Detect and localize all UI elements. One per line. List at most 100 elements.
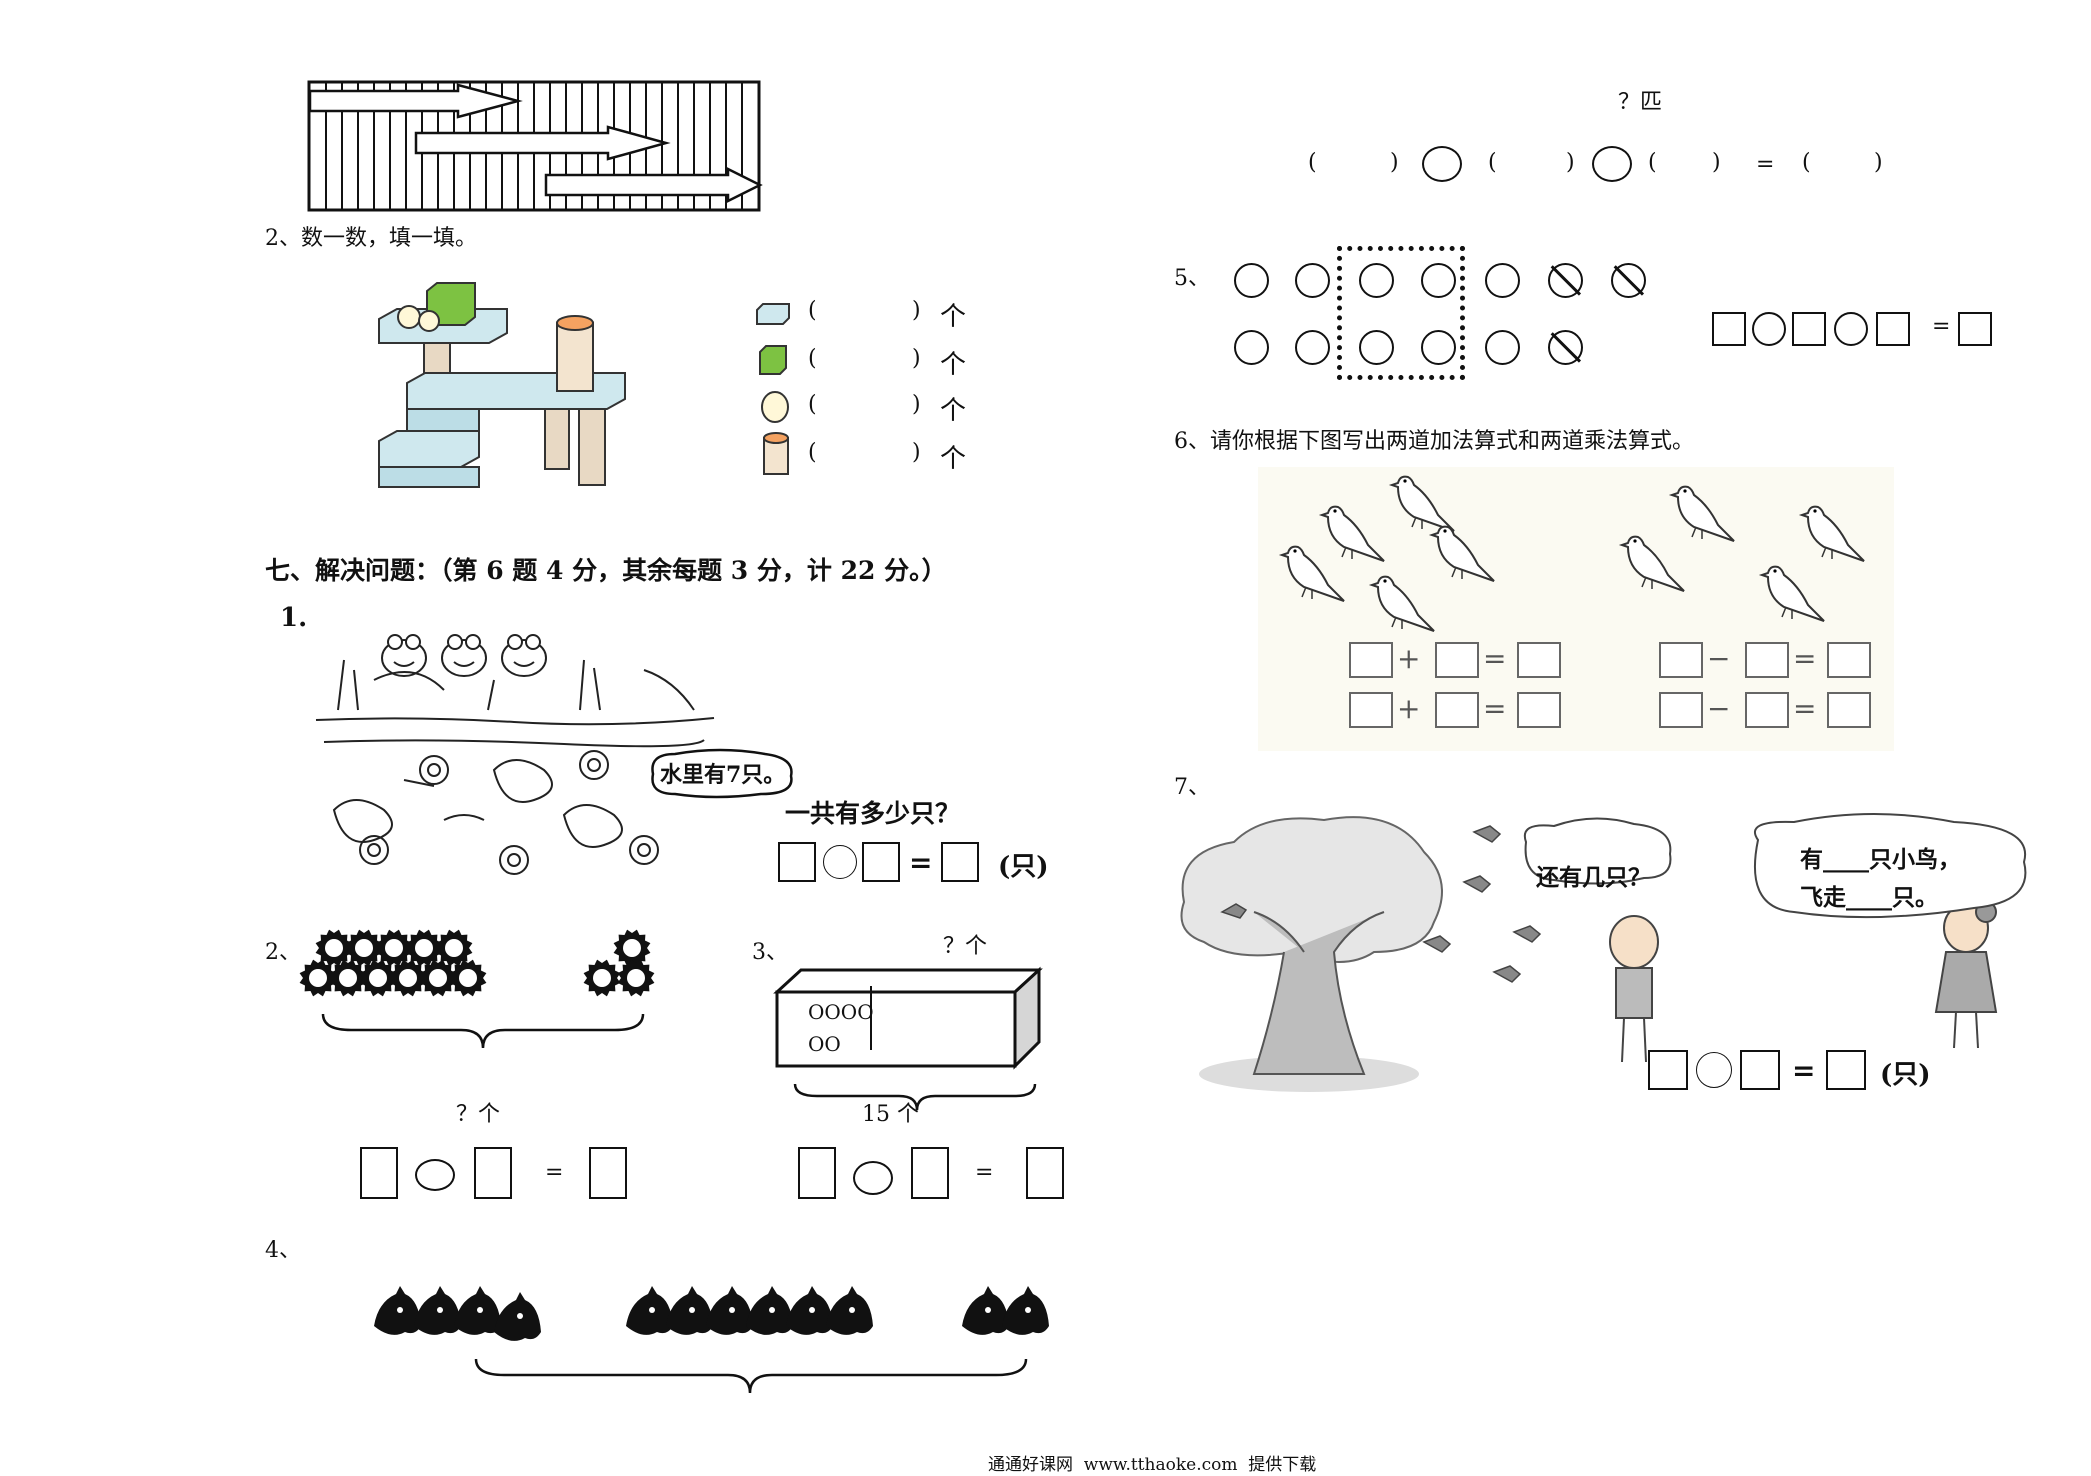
answer-box[interactable]: [1648, 1050, 1688, 1090]
bird-icon: [1388, 475, 1455, 532]
paren-open: (: [808, 298, 817, 323]
answer-box[interactable]: [1740, 1050, 1780, 1090]
gear-icon: [389, 959, 427, 997]
operator-circle[interactable]: [415, 1159, 455, 1191]
gear-icon: [375, 929, 413, 967]
answer-box[interactable]: [1659, 692, 1703, 728]
paren-close: ): [1390, 150, 1399, 175]
operator-circle[interactable]: [823, 845, 857, 879]
answer-box[interactable]: [360, 1147, 398, 1199]
equals-sign: =: [1483, 692, 1507, 725]
p3-number: 3、: [752, 940, 788, 965]
minus-sign: −: [1707, 692, 1731, 725]
equals-sign: =: [909, 846, 933, 879]
answer-box[interactable]: [1712, 312, 1746, 346]
answer-box[interactable]: [1876, 312, 1910, 346]
answer-box[interactable]: [1435, 642, 1479, 678]
paren-open: (: [1488, 150, 1497, 175]
answer-box[interactable]: [589, 1147, 627, 1199]
bubble-boy-text: 还有几只？: [1536, 864, 1651, 891]
answer-box[interactable]: [941, 842, 979, 882]
brace: [321, 1013, 645, 1049]
answer-box[interactable]: [1745, 642, 1789, 678]
gear-icon: [299, 959, 337, 997]
answer-box[interactable]: [1958, 312, 1992, 346]
answer-box[interactable]: [1517, 692, 1561, 728]
unit-label: 个: [940, 350, 967, 380]
horse-head-icon: [746, 1286, 793, 1335]
bird-icon: [1618, 535, 1685, 592]
horses-figure: [374, 1286, 1049, 1341]
crossed-circle-mark: [1548, 330, 1583, 365]
answer-box[interactable]: [1435, 692, 1479, 728]
horse-head-icon: [962, 1286, 1009, 1335]
cuboid-icon: [756, 303, 790, 325]
operator-circle[interactable]: [1696, 1052, 1732, 1088]
cube-icon: [759, 345, 787, 375]
box-row-2: OO: [808, 1032, 841, 1056]
paren-close: ): [912, 346, 921, 371]
p4-number: 4、: [265, 1238, 301, 1263]
paren-close: ): [1874, 150, 1883, 175]
p2-number: 2、: [265, 940, 301, 965]
p1-question: 一共有多少只？: [785, 799, 961, 828]
circle-mark: [1234, 330, 1269, 365]
answer-box[interactable]: [1659, 642, 1703, 678]
gear-icon: [613, 929, 651, 967]
answer-box[interactable]: [1827, 692, 1871, 728]
gear-icon: [315, 929, 353, 967]
bubble-girl-line2: 飞走____只。: [1800, 884, 1938, 911]
operator-circle[interactable]: [1592, 146, 1632, 182]
unit-label: 个: [940, 444, 967, 474]
p7-number: 7、: [1174, 775, 1210, 800]
answer-box[interactable]: [1517, 642, 1561, 678]
brace: [474, 1358, 1028, 1394]
unit-label: 个: [940, 396, 967, 426]
unit-label: (只): [1880, 1060, 1931, 1090]
operator-circle[interactable]: [1752, 312, 1786, 346]
operator-circle[interactable]: [853, 1161, 893, 1195]
bird-icon: [1428, 525, 1495, 582]
paren-close: ): [912, 440, 921, 465]
paren-open: (: [808, 440, 817, 465]
gear-icon: [617, 959, 655, 997]
horse-head-icon: [374, 1286, 421, 1335]
equals-sign: =: [1756, 152, 1775, 177]
paren-open: (: [808, 392, 817, 417]
operator-circle[interactable]: [1422, 146, 1462, 182]
p4-horse-question: ？匹: [1618, 90, 1663, 115]
answer-box[interactable]: [911, 1147, 949, 1199]
speech-bubble: [651, 748, 793, 799]
circle-mark: [1234, 263, 1269, 298]
answer-box[interactable]: [798, 1147, 836, 1199]
gear-icon: [345, 929, 383, 967]
circle-mark: [1295, 330, 1330, 365]
horse-head-icon: [626, 1286, 673, 1335]
answer-box[interactable]: [1792, 312, 1826, 346]
p1-number: 1.: [280, 603, 308, 633]
p5-number: 5、: [1174, 266, 1210, 291]
gear-icon: [359, 959, 397, 997]
paren-close: ): [912, 298, 921, 323]
paren-close: ): [1566, 150, 1575, 175]
answer-box[interactable]: [1826, 1050, 1866, 1090]
answer-box[interactable]: [1827, 642, 1871, 678]
answer-box[interactable]: [862, 842, 900, 882]
answer-box[interactable]: [1026, 1147, 1064, 1199]
answer-box[interactable]: [1349, 642, 1393, 678]
gears-figure: [299, 929, 655, 997]
bubble-girl-line1: 有____只小鸟，: [1800, 846, 1961, 873]
answer-box[interactable]: [474, 1147, 512, 1199]
horse-head-icon: [454, 1286, 501, 1335]
unit-label: (只): [998, 852, 1049, 882]
answer-box[interactable]: [778, 842, 816, 882]
operator-circle[interactable]: [1834, 312, 1868, 346]
horse-head-icon: [786, 1286, 833, 1335]
circle-mark: [1485, 263, 1520, 298]
equals-sign: =: [1483, 642, 1507, 675]
tree-birds-figure: [1180, 813, 2027, 1092]
horse-head-icon: [666, 1286, 713, 1335]
answer-box[interactable]: [1349, 692, 1393, 728]
horse-head-icon: [1002, 1286, 1049, 1335]
answer-box[interactable]: [1745, 692, 1789, 728]
